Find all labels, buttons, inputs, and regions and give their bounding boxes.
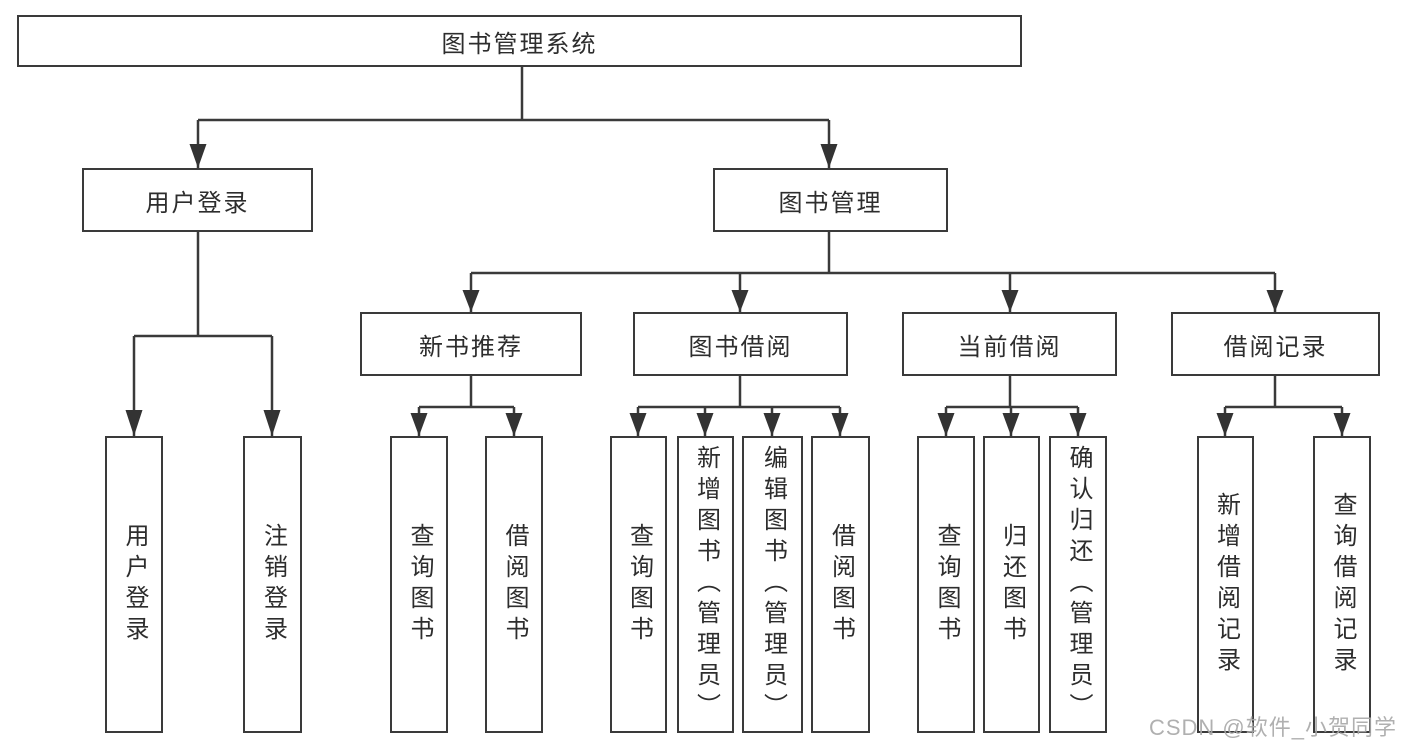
leaf-add-book-admin: 新增图书（管理员） — [677, 436, 734, 733]
node-current-borrowing: 当前借阅 — [902, 312, 1117, 376]
leaf-borrow-books-1: 借阅图书 — [485, 436, 543, 733]
leaf-borrow-books-2: 借阅图书 — [811, 436, 870, 733]
node-book-borrowing: 图书借阅 — [633, 312, 848, 376]
node-user-login: 用户登录 — [82, 168, 313, 232]
node-root: 图书管理系统 — [17, 15, 1022, 67]
leaf-query-books-3: 查询图书 — [917, 436, 975, 733]
node-borrowing-records: 借阅记录 — [1171, 312, 1380, 376]
node-book-management: 图书管理 — [713, 168, 948, 232]
leaf-query-borrow-record: 查询借阅记录 — [1313, 436, 1371, 733]
leaf-query-books-1: 查询图书 — [390, 436, 448, 733]
leaf-logout: 注销登录 — [243, 436, 302, 733]
arrowheads — [125, 144, 1351, 436]
watermark: CSDN @软件_小贺同学 — [1148, 715, 1397, 740]
leaf-add-borrow-record: 新增借阅记录 — [1197, 436, 1254, 733]
node-new-book-recommendation: 新书推荐 — [360, 312, 582, 376]
leaf-return-books: 归还图书 — [983, 436, 1040, 733]
leaf-user-login: 用户登录 — [105, 436, 163, 733]
leaf-query-books-2: 查询图书 — [610, 436, 667, 733]
leaf-edit-book-admin: 编辑图书（管理员） — [742, 436, 803, 733]
leaf-confirm-return-admin: 确认归还（管理员） — [1049, 436, 1107, 733]
